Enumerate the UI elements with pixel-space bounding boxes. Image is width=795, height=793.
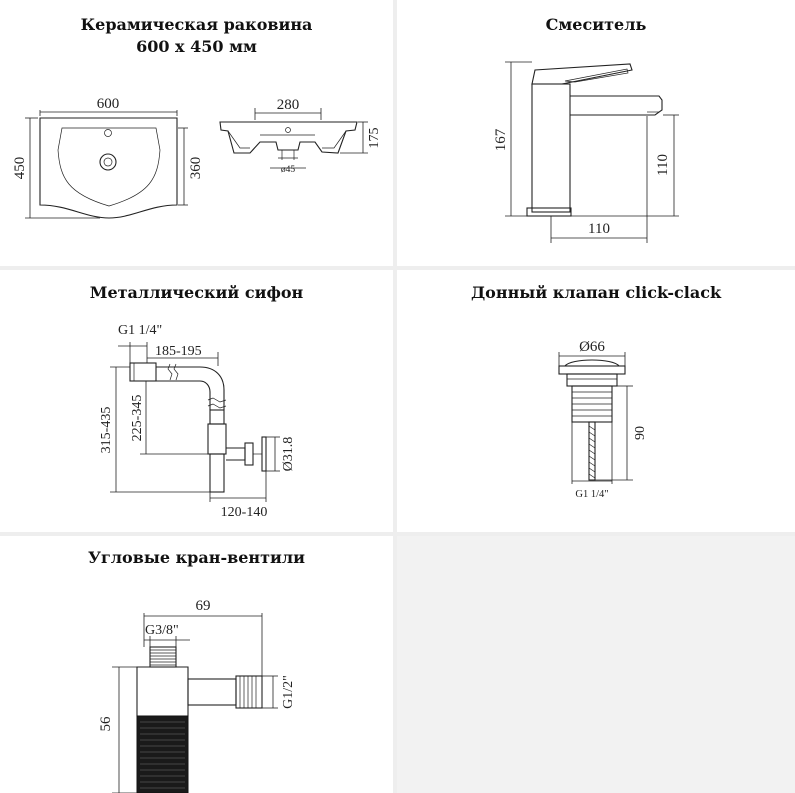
basin-inner-dim: 360 [178, 127, 204, 206]
mixer-height-label: 167 [493, 128, 509, 151]
basin-top-view [39, 117, 178, 219]
siphon-panel: Металлический сифон G1 1 [0, 270, 393, 532]
siphon-drawing: G1 1/4" 185-195 315-435 225-345 Ø31.8 [99, 323, 296, 520]
mixer-body [526, 63, 663, 217]
valve-thread-label: G1 1/4" [575, 489, 608, 500]
valve-title: Донный клапан click-clack [470, 283, 722, 302]
angle-valve-body [136, 646, 263, 793]
valve-diameter-dim: Ø66 [558, 339, 626, 366]
siphon-inner-height-dim: 225-345 [130, 381, 208, 455]
basin-depth-dim: 450 [12, 117, 100, 219]
angle-valve-drawing: 69 G3/8" G1/2" 56 [98, 598, 296, 793]
basin-width-label: 600 [97, 96, 120, 112]
valve-body [558, 359, 626, 481]
valve-diameter-label: Ø66 [579, 339, 605, 355]
mixer-spout-height-label: 110 [655, 154, 671, 176]
angle-valve-height-label: 56 [98, 716, 114, 732]
basin-depth-label: 450 [12, 157, 28, 180]
basin-inner-label: 360 [188, 157, 204, 180]
angle-valve-outlet-dim: G1/2" [262, 675, 296, 709]
mixer-panel: Смеситель 167 110 [397, 0, 795, 266]
basin-top-width-label: 280 [277, 97, 300, 113]
siphon-title: Металлический сифон [89, 283, 304, 302]
siphon-total-height-dim: 315-435 [99, 366, 210, 493]
basin-panel: Керамическая раковина 600 х 450 мм 600 4… [0, 0, 393, 266]
siphon-inner-height-label: 225-345 [130, 395, 145, 442]
basin-width-dim: 600 [39, 96, 178, 116]
siphon-length-label: 120-140 [221, 505, 268, 520]
angle-valve-inlet-dim: G3/8" [144, 623, 190, 647]
basin-section-view [219, 121, 358, 160]
basin-top-width-dim: 280 [254, 97, 322, 120]
basin-height-label: 175 [367, 128, 382, 149]
siphon-thread-label: G1 1/4" [118, 323, 162, 338]
basin-title-line1: Керамическая раковина [80, 15, 313, 34]
angle-valve-width-label: 69 [196, 598, 211, 614]
mixer-height-dim: 167 [493, 61, 532, 217]
mixer-reach-label: 110 [588, 221, 610, 237]
mixer-title: Смеситель [545, 15, 647, 34]
angle-valve-inlet-label: G3/8" [145, 623, 179, 638]
basin-height-dim: 175 [340, 121, 382, 154]
angle-valve-outlet-label: G1/2" [281, 675, 296, 709]
basin-drawing: 600 450 360 [12, 96, 382, 219]
mixer-reach-dim: 110 [550, 116, 648, 243]
empty-panel [397, 536, 795, 793]
siphon-thread-dim: G1 1/4" [118, 323, 162, 363]
valve-drawing: Ø66 90 G1 1/4" [558, 339, 648, 500]
valve-panel: Донный клапан click-clack Ø66 [397, 270, 795, 532]
angle-valve-width-dim: 69 [143, 598, 263, 676]
siphon-total-height-label: 315-435 [99, 407, 114, 454]
angle-valve-panel: Угловые кран-вентили 69 [0, 536, 393, 793]
mixer-spout-height-dim: 110 [571, 114, 679, 217]
valve-thread-dim: G1 1/4" [571, 422, 613, 500]
siphon-outlet-label: Ø31.8 [281, 437, 296, 472]
valve-height-label: 90 [633, 426, 648, 440]
basin-drain-label: ø45 [281, 165, 296, 175]
basin-drain-dim: ø45 [270, 165, 306, 175]
siphon-length-dim: 120-140 [209, 471, 268, 520]
angle-valve-height-dim: 56 [98, 666, 137, 793]
siphon-outlet-dim: Ø31.8 [266, 436, 296, 472]
angle-valve-title: Угловые кран-вентили [87, 548, 306, 567]
basin-title-line2: 600 х 450 мм [136, 37, 257, 56]
valve-height-dim: 90 [595, 385, 648, 481]
siphon-offset-dim: 185-195 [147, 344, 219, 366]
siphon-body [129, 362, 267, 493]
siphon-offset-label: 185-195 [155, 344, 202, 359]
mixer-drawing: 167 110 110 [493, 61, 679, 243]
